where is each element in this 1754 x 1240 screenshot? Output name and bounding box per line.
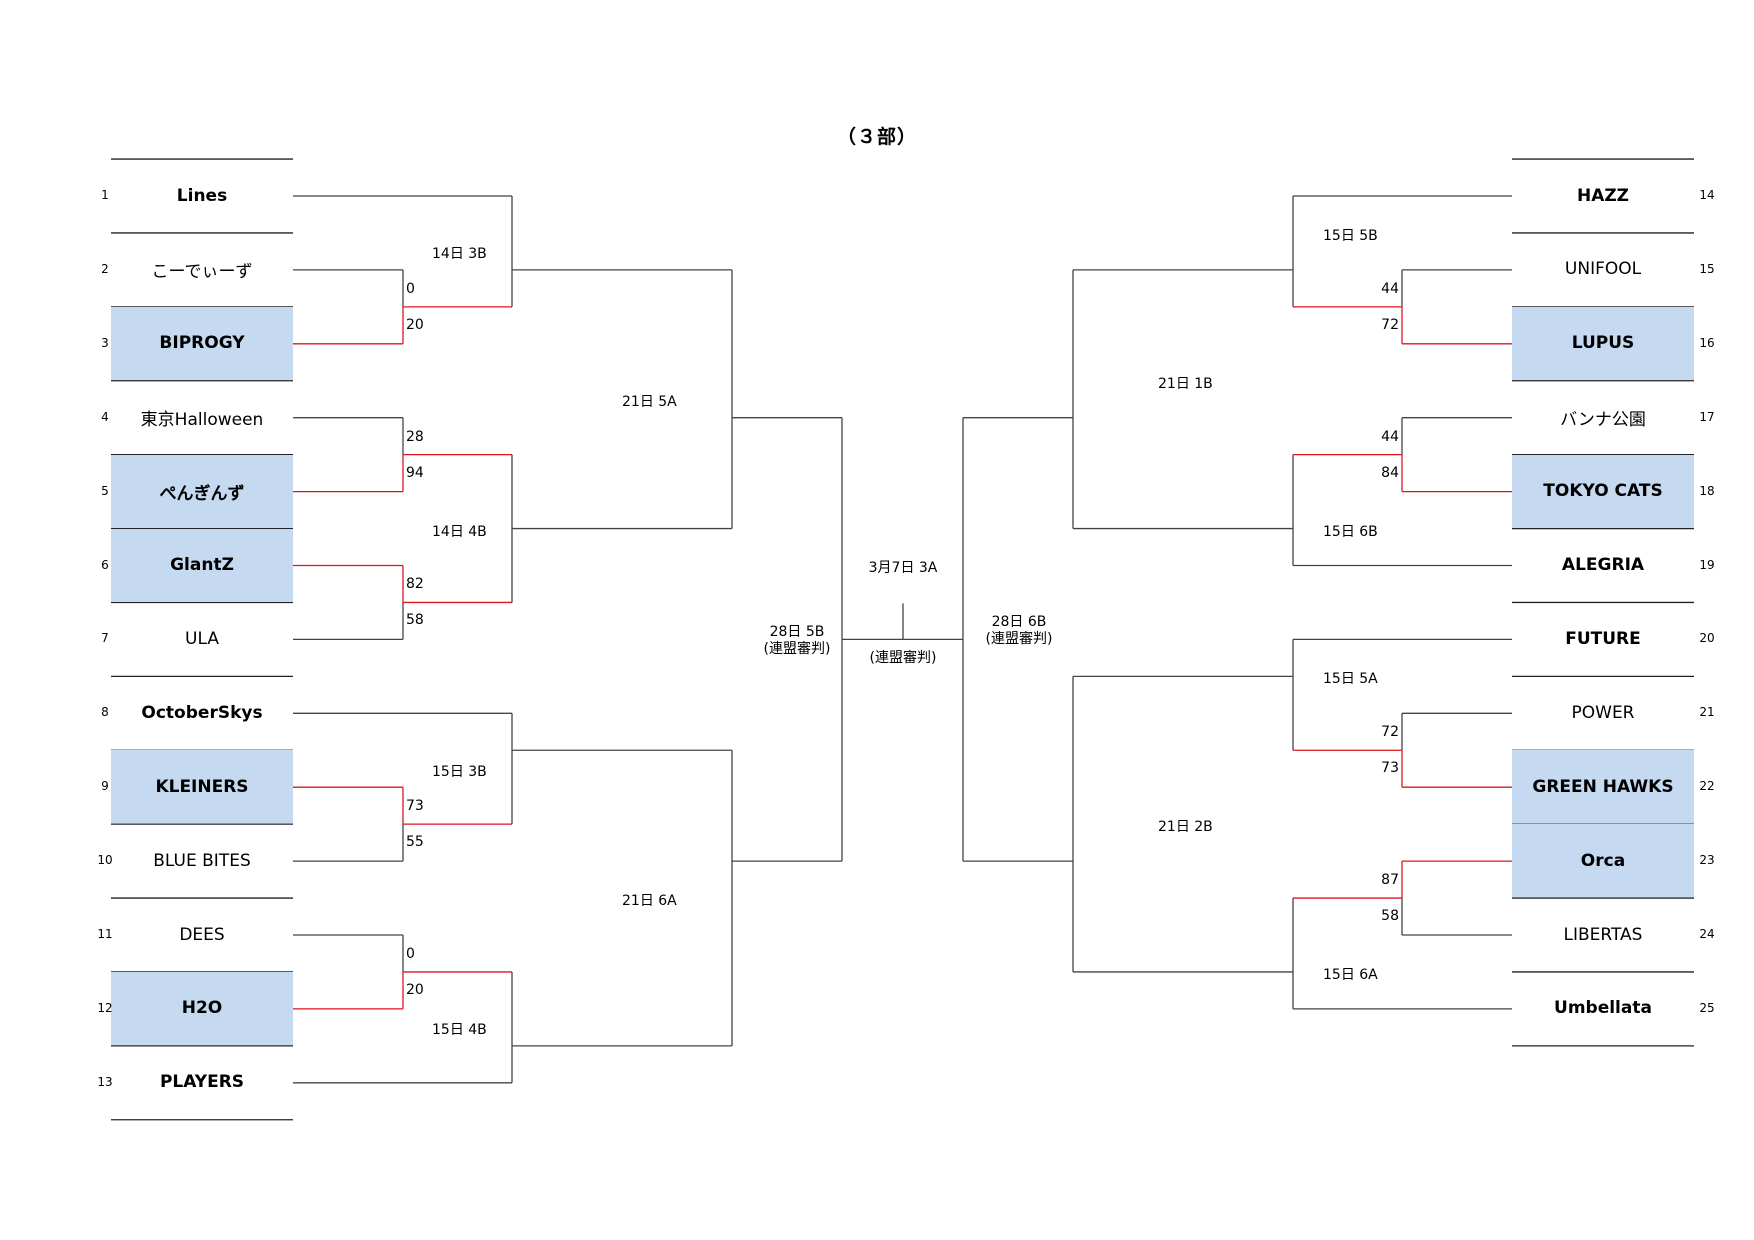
seed-number: 17 — [1699, 409, 1715, 424]
team-cell: POWER — [1571, 702, 1635, 723]
match-label: 21日 1B — [1158, 375, 1213, 392]
team-cell: HAZZ — [1576, 185, 1630, 206]
seed-number: 21 — [1699, 705, 1715, 720]
seed-number: 4 — [101, 409, 109, 424]
seed-number: 25 — [1699, 1000, 1715, 1015]
seed-number: 22 — [1699, 779, 1715, 794]
seed-number: 15 — [1699, 261, 1715, 276]
team-cell: バンナ公園 — [1560, 409, 1646, 430]
team-cell: PLAYERS — [159, 1072, 245, 1093]
seed-number: 23 — [1699, 853, 1715, 868]
match-label: 21日 5A — [622, 394, 677, 411]
match-label: 14日 4B — [432, 523, 487, 540]
seed-number: 7 — [101, 631, 109, 646]
score-label: 87 — [1381, 872, 1399, 889]
seed-number: 1 — [101, 188, 109, 202]
team-cell: ALEGRIA — [1561, 555, 1645, 576]
score-label: 0 — [406, 945, 415, 962]
team-cell: FUTURE — [1565, 628, 1641, 649]
team-cell: H2O — [111, 971, 293, 1045]
team-cell: OctoberSkys — [141, 702, 263, 723]
match-label: 15日 6A — [1323, 966, 1378, 983]
team-cell: ぺんぎんず — [111, 454, 293, 528]
team-cell: 東京Halloween — [140, 409, 264, 430]
seed-number: 8 — [101, 705, 109, 720]
score-label: 84 — [1381, 464, 1399, 481]
team-cell: DEES — [179, 924, 225, 945]
match-label: 15日 4B — [432, 1022, 487, 1039]
seed-number: 5 — [101, 483, 109, 498]
team-cell: GREEN HAWKS — [1512, 750, 1694, 824]
seed-number: 10 — [97, 853, 113, 868]
match-label: 28日 6B — [991, 614, 1047, 631]
team-cell: LIBERTAS — [1563, 924, 1643, 945]
score-label: 20 — [406, 981, 424, 998]
score-label: 20 — [406, 316, 424, 333]
team-cell: ULA — [185, 628, 219, 649]
score-label: 55 — [406, 834, 424, 851]
team-cell: こーでぃーず — [151, 261, 253, 282]
seed-number: 2 — [101, 261, 109, 276]
match-label: 15日 5A — [1323, 671, 1378, 688]
seed-number: 13 — [97, 1074, 113, 1089]
match-label: (連盟審判) — [985, 631, 1053, 648]
score-label: 73 — [406, 798, 424, 815]
score-label: 44 — [1381, 428, 1399, 445]
seed-number: 6 — [101, 557, 109, 572]
team-cell: Umbellata — [1554, 998, 1652, 1019]
score-label: 28 — [406, 428, 424, 445]
bracket-title: （３部） — [836, 126, 917, 148]
seed-number: 24 — [1699, 927, 1715, 941]
seed-number: 14 — [1699, 188, 1715, 202]
team-cell: TOKYO CATS — [1512, 454, 1694, 528]
seed-number: 12 — [97, 1000, 113, 1015]
team-cell: LUPUS — [1512, 306, 1694, 380]
seed-number: 20 — [1699, 631, 1715, 646]
score-label: 82 — [406, 576, 424, 593]
seed-number: 18 — [1699, 483, 1715, 498]
seed-number: 9 — [101, 779, 109, 794]
score-label: 0 — [406, 280, 415, 297]
team-cell: GlantZ — [111, 528, 293, 602]
seed-number: 19 — [1699, 557, 1715, 572]
score-label: 72 — [1381, 724, 1399, 741]
match-label: 15日 3B — [432, 763, 487, 780]
final-label: 3月7日 3A — [868, 560, 938, 577]
team-cell: KLEINERS — [111, 750, 293, 824]
team-cell: UNIFOOL — [1564, 259, 1642, 280]
seed-number: 16 — [1699, 335, 1715, 350]
match-label: 28日 5B — [769, 624, 825, 641]
score-label: 44 — [1381, 280, 1399, 297]
team-cell: BIPROGY — [111, 306, 293, 380]
match-label: 21日 6A — [622, 893, 677, 910]
team-cell: Lines — [176, 185, 228, 206]
score-label: 58 — [1381, 908, 1399, 925]
match-label: (連盟審判) — [763, 641, 831, 658]
score-label: 72 — [1381, 316, 1399, 333]
match-label: 14日 3B — [432, 246, 487, 263]
team-cell: Orca — [1512, 824, 1694, 898]
match-label: 15日 6B — [1323, 523, 1378, 540]
team-cell: BLUE BITES — [153, 850, 251, 871]
score-label: 73 — [1381, 760, 1399, 777]
score-label: 94 — [406, 464, 424, 481]
match-label: 15日 5B — [1323, 227, 1378, 244]
match-label: 21日 2B — [1158, 819, 1213, 836]
seed-number: 3 — [101, 335, 109, 350]
final-sub-label: (連盟審判) — [869, 650, 937, 667]
seed-number: 11 — [97, 927, 113, 941]
score-label: 58 — [406, 612, 424, 629]
